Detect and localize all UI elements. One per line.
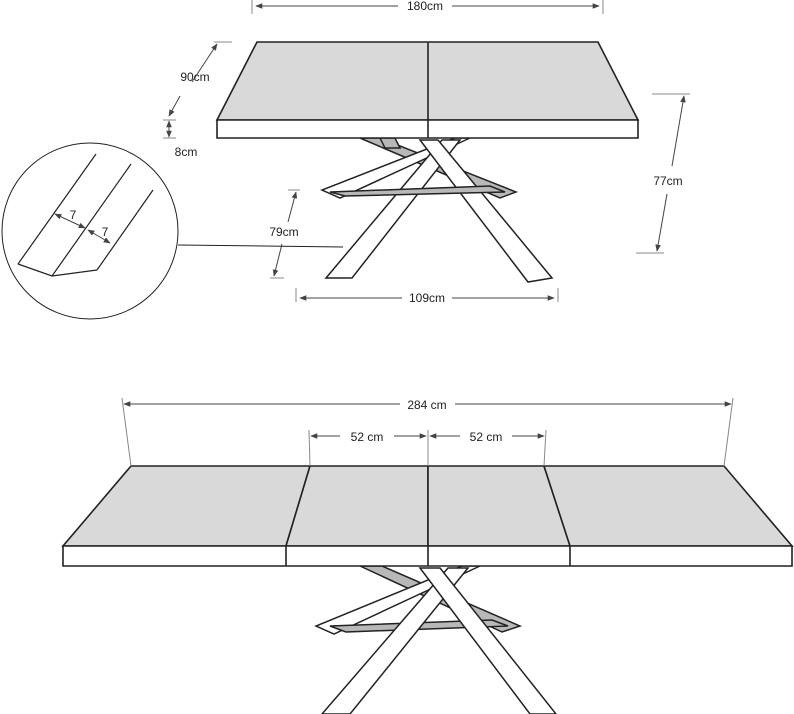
dim-thickness: 8cm: [163, 119, 198, 159]
dim-leg-width: 109cm: [295, 288, 559, 305]
width-label: 180cm: [407, 0, 443, 13]
dim-total-length: 284 cm: [121, 397, 734, 467]
profile-a-label: 7: [70, 208, 77, 222]
dim-extensions: 52 cm 52 cm: [308, 429, 547, 467]
dim-width: 180cm: [251, 0, 604, 14]
detail-leader: [177, 244, 344, 248]
height-label: 77cm: [653, 174, 682, 188]
leg-depth-label: 79cm: [269, 225, 298, 239]
leaf-end-left: [61, 465, 312, 547]
extension-right-label: 52 cm: [470, 430, 503, 444]
profile-b-label: 7: [102, 225, 109, 239]
depth-label: 90cm: [180, 70, 209, 84]
dim-depth: 90cm: [168, 41, 232, 117]
extended-table: [61, 465, 794, 714]
leg-profile-detail: 7 7: [1, 142, 344, 320]
leaf-extension-left: [284, 465, 429, 547]
extension-left-label: 52 cm: [351, 430, 384, 444]
dim-leg-depth: 79cm: [269, 189, 300, 279]
leg-width-label: 109cm: [409, 291, 445, 305]
extended-table-legs: [314, 565, 557, 714]
leaf-end-right: [542, 465, 794, 547]
closed-table: [215, 41, 640, 283]
dim-height: 77cm: [636, 93, 690, 254]
total-length-label: 284 cm: [407, 398, 446, 412]
thickness-label: 8cm: [175, 145, 198, 159]
table-legs: [320, 137, 554, 283]
